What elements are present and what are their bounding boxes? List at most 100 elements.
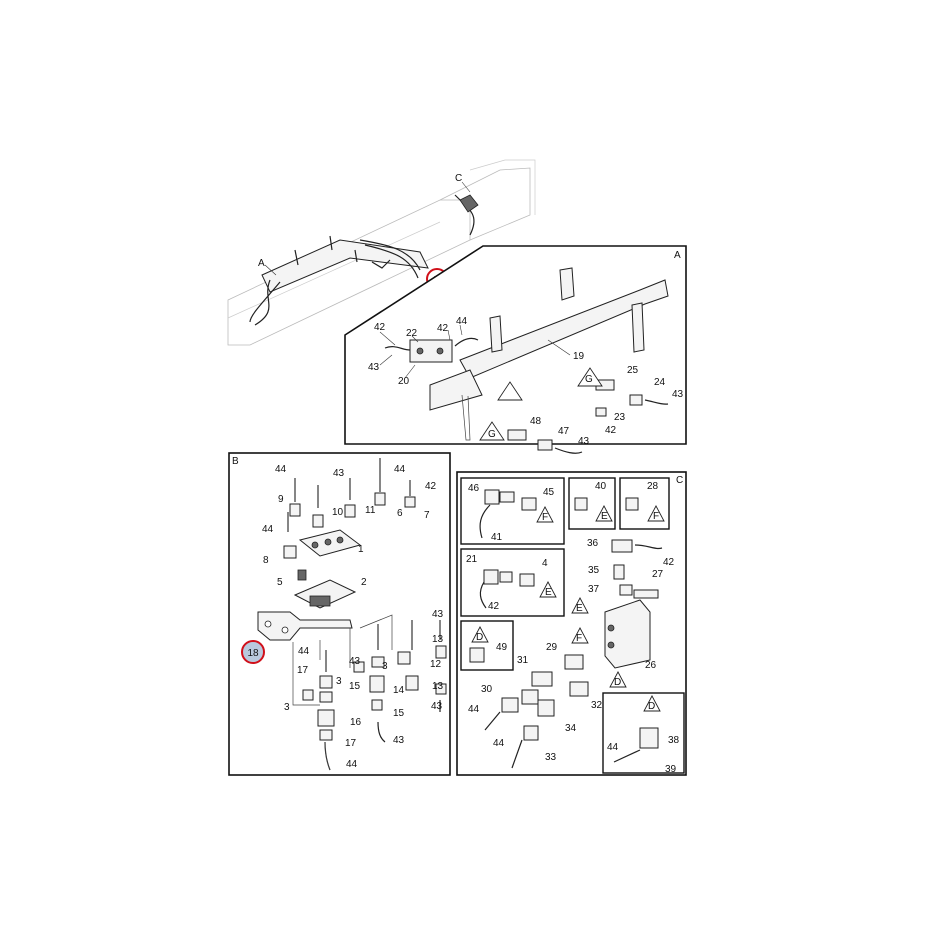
label-c-e2: E bbox=[545, 587, 552, 598]
section-a-panel: A bbox=[344, 245, 687, 454]
label-b-43b: 43 bbox=[432, 609, 444, 620]
overview-label-c: C bbox=[455, 173, 462, 184]
section-b-letter: B bbox=[232, 456, 239, 467]
section-a-letter: A bbox=[674, 250, 681, 261]
label-c-29: 29 bbox=[546, 642, 558, 653]
label-b-3b: 3 bbox=[382, 661, 388, 672]
label-b-5: 5 bbox=[277, 577, 283, 588]
label-c-d1: D bbox=[476, 632, 483, 643]
label-a-43c: 43 bbox=[578, 436, 590, 447]
label-b-15b: 15 bbox=[393, 708, 405, 719]
label-a-23: 23 bbox=[614, 412, 626, 423]
label-b-43d: 43 bbox=[431, 701, 443, 712]
label-b-43e: 43 bbox=[393, 735, 405, 746]
label-a-43: 43 bbox=[368, 362, 380, 373]
label-b-8: 8 bbox=[263, 555, 269, 566]
label-b-15a: 15 bbox=[349, 681, 361, 692]
label-a-43b: 43 bbox=[672, 389, 684, 400]
label-a-42c: 42 bbox=[605, 425, 617, 436]
label-c-d3: D bbox=[648, 701, 655, 712]
label-a-24: 24 bbox=[654, 377, 666, 388]
label-b-3c: 3 bbox=[284, 702, 290, 713]
label-c-30: 30 bbox=[481, 684, 493, 695]
overview-label-a: A bbox=[258, 258, 265, 269]
label-a-g2: G bbox=[488, 429, 496, 440]
label-c-27: 27 bbox=[652, 569, 664, 580]
label-b-44b: 44 bbox=[394, 464, 406, 475]
label-b-44c: 44 bbox=[262, 524, 274, 535]
label-b-44e: 44 bbox=[346, 759, 358, 770]
label-c-26: 26 bbox=[645, 660, 657, 671]
label-c-e3: E bbox=[576, 603, 583, 614]
section-a-labels: 42 22 42 44 43 20 19 G 25 24 43 23 42 48… bbox=[368, 316, 684, 447]
label-b-3a: 3 bbox=[336, 676, 342, 687]
label-a-42b: 42 bbox=[437, 323, 449, 334]
label-a-20: 20 bbox=[398, 376, 410, 387]
label-b-43a: 43 bbox=[333, 468, 345, 479]
overview-chassis bbox=[227, 159, 536, 346]
label-c-41: 41 bbox=[491, 532, 503, 543]
label-b-7: 7 bbox=[424, 510, 430, 521]
label-a-42a: 42 bbox=[374, 322, 386, 333]
label-a-25: 25 bbox=[627, 365, 639, 376]
label-c-e1: E bbox=[601, 511, 608, 522]
label-b-14: 14 bbox=[393, 685, 405, 696]
label-b-17b: 17 bbox=[345, 738, 357, 749]
label-b-42: 42 bbox=[425, 481, 437, 492]
callout-18-text: 18 bbox=[247, 648, 259, 659]
label-c-38: 38 bbox=[668, 735, 680, 746]
label-c-f1: F bbox=[542, 512, 548, 523]
label-b-13b: 13 bbox=[432, 681, 444, 692]
label-c-f3: F bbox=[576, 633, 582, 644]
label-c-34: 34 bbox=[565, 723, 577, 734]
section-b-labels: 44 43 44 42 9 10 11 6 7 44 1 8 5 2 43 13… bbox=[262, 464, 444, 770]
label-c-f2: F bbox=[653, 511, 659, 522]
label-a-22: 22 bbox=[406, 328, 418, 339]
label-b-10: 10 bbox=[332, 507, 344, 518]
label-c-44a: 44 bbox=[468, 704, 480, 715]
section-b-panel: B bbox=[228, 452, 451, 776]
label-c-44c: 44 bbox=[607, 742, 619, 753]
label-b-13a: 13 bbox=[432, 634, 444, 645]
label-b-16: 16 bbox=[350, 717, 362, 728]
label-c-d2: D bbox=[614, 677, 621, 688]
callout-18[interactable]: 18 bbox=[241, 640, 265, 664]
label-c-44b: 44 bbox=[493, 738, 505, 749]
label-b-9: 9 bbox=[278, 494, 284, 505]
label-b-17a: 17 bbox=[297, 665, 309, 676]
label-c-4: 4 bbox=[542, 558, 548, 569]
label-b-12: 12 bbox=[430, 659, 442, 670]
label-b-1: 1 bbox=[358, 544, 364, 555]
label-c-40: 40 bbox=[595, 481, 607, 492]
label-b-43c: 43 bbox=[349, 656, 361, 667]
label-c-49: 49 bbox=[496, 642, 508, 653]
label-c-31: 31 bbox=[517, 655, 529, 666]
label-c-37: 37 bbox=[588, 584, 600, 595]
label-b-44d: 44 bbox=[298, 646, 310, 657]
label-c-39: 39 bbox=[665, 764, 677, 775]
label-a-47: 47 bbox=[558, 426, 570, 437]
section-c-labels: 46 45 F 41 40 E 28 F 21 4 E 42 36 42 35 … bbox=[466, 481, 680, 775]
label-a-48: 48 bbox=[530, 416, 542, 427]
label-b-6: 6 bbox=[397, 508, 403, 519]
label-b-44a: 44 bbox=[275, 464, 287, 475]
label-c-33: 33 bbox=[545, 752, 557, 763]
label-c-42b: 42 bbox=[663, 557, 675, 568]
label-c-28: 28 bbox=[647, 481, 659, 492]
label-c-42a: 42 bbox=[488, 601, 500, 612]
label-a-g1: G bbox=[585, 374, 593, 385]
section-c-panel: C bbox=[456, 471, 687, 776]
label-a-44: 44 bbox=[456, 316, 468, 327]
section-c-letter: C bbox=[676, 475, 683, 486]
label-c-46: 46 bbox=[468, 483, 480, 494]
label-c-21: 21 bbox=[466, 554, 478, 565]
label-c-32: 32 bbox=[591, 700, 603, 711]
label-c-36: 36 bbox=[587, 538, 599, 549]
label-a-19: 19 bbox=[573, 351, 585, 362]
label-c-35: 35 bbox=[588, 565, 600, 576]
label-c-45: 45 bbox=[543, 487, 555, 498]
label-b-11: 11 bbox=[365, 505, 376, 516]
label-b-2: 2 bbox=[361, 577, 367, 588]
